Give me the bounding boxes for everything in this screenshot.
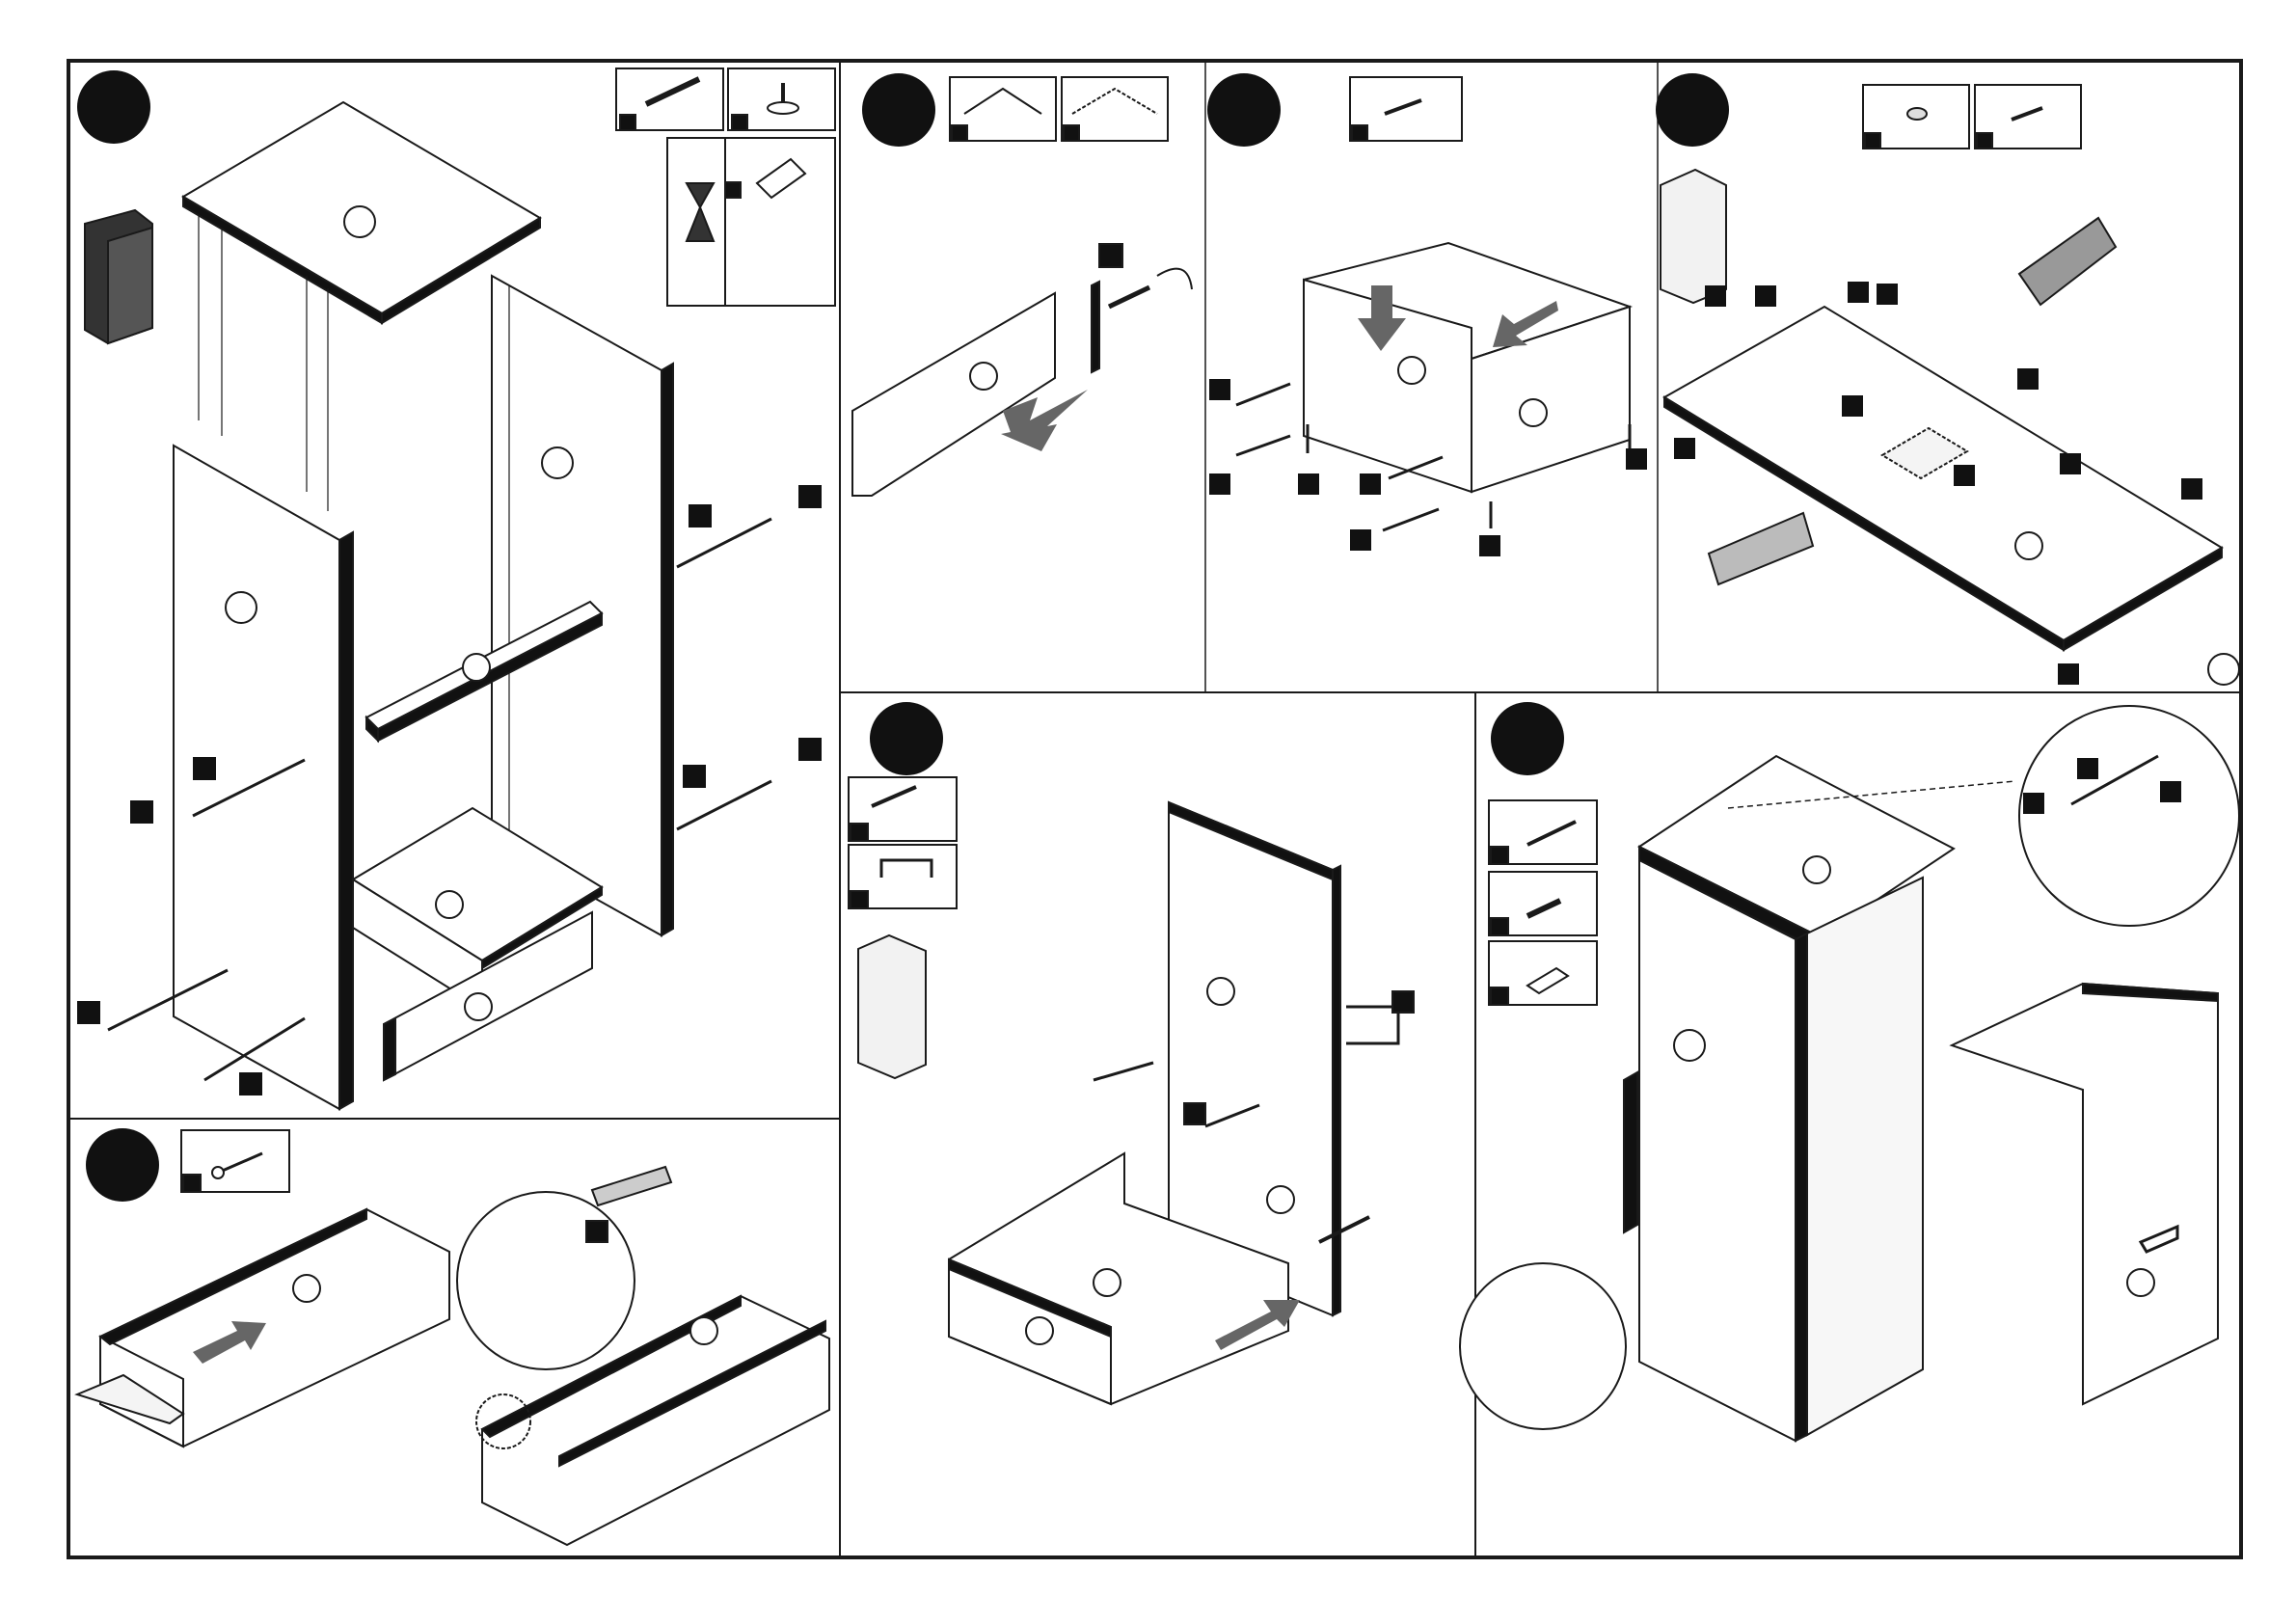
step-badge-G	[1491, 702, 1564, 775]
wood-planks	[1709, 513, 1813, 584]
cabinet-thumbnail	[85, 210, 152, 343]
step-A-illustration	[77, 68, 835, 1109]
step-G-illustration	[1460, 706, 2239, 1441]
step-badge-B	[862, 73, 935, 147]
parts-box-A	[616, 68, 835, 306]
step-F-illustration	[849, 777, 1414, 1404]
step-badge-C	[1207, 73, 1281, 147]
step-badge-F	[870, 702, 943, 775]
step-badge-E	[86, 1128, 159, 1202]
top-panel	[183, 102, 540, 323]
step-C-illustration	[1209, 77, 1647, 556]
step-D-illustration	[1661, 85, 2239, 685]
step-E-illustration	[77, 1130, 829, 1545]
step-badge-A	[77, 70, 150, 144]
step-badge-D	[1656, 73, 1729, 147]
